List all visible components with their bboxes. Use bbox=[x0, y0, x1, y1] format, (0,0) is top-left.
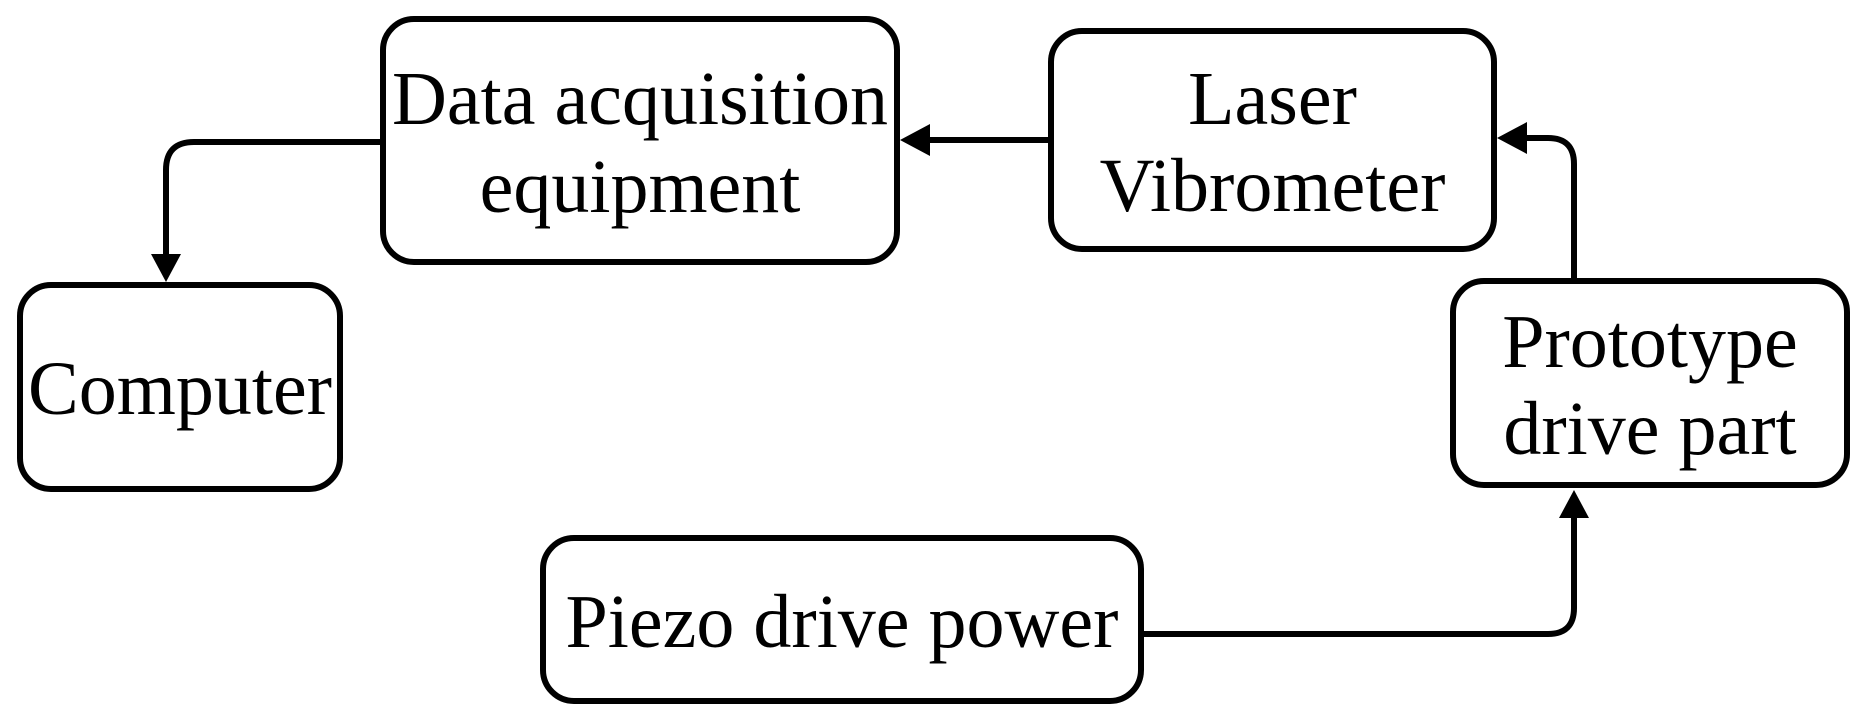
node-label: Prototype drive part bbox=[1502, 299, 1798, 471]
arrowhead-left bbox=[900, 124, 930, 156]
arrowhead-up bbox=[1559, 490, 1589, 518]
connector-line bbox=[163, 139, 380, 256]
arrow-prototype-to-laser-vibrometer bbox=[1497, 122, 1577, 278]
node-label: Data acquisition equipment bbox=[392, 57, 888, 229]
node-label: Piezo drive power bbox=[565, 579, 1119, 664]
node-label: Laser Vibrometer bbox=[1099, 56, 1446, 228]
node-laser-vibrometer: Laser Vibrometer bbox=[1048, 28, 1497, 252]
arrowhead-left bbox=[1497, 122, 1527, 154]
node-computer: Computer bbox=[17, 282, 343, 492]
node-data-acquisition-equipment: Data acquisition equipment bbox=[380, 16, 900, 265]
node-prototype-drive-part: Prototype drive part bbox=[1450, 278, 1850, 488]
arrow-piezo-power-to-prototype bbox=[1144, 490, 1589, 637]
node-label: Computer bbox=[28, 347, 332, 432]
arrow-data-acquisition-to-computer bbox=[151, 139, 380, 282]
arrow-laser-vibrometer-to-data-acquisition bbox=[900, 124, 1048, 156]
connector-line bbox=[1144, 518, 1577, 637]
node-piezo-drive-power: Piezo drive power bbox=[540, 535, 1144, 704]
arrowhead-down bbox=[151, 254, 181, 282]
connector-line bbox=[1526, 135, 1577, 278]
